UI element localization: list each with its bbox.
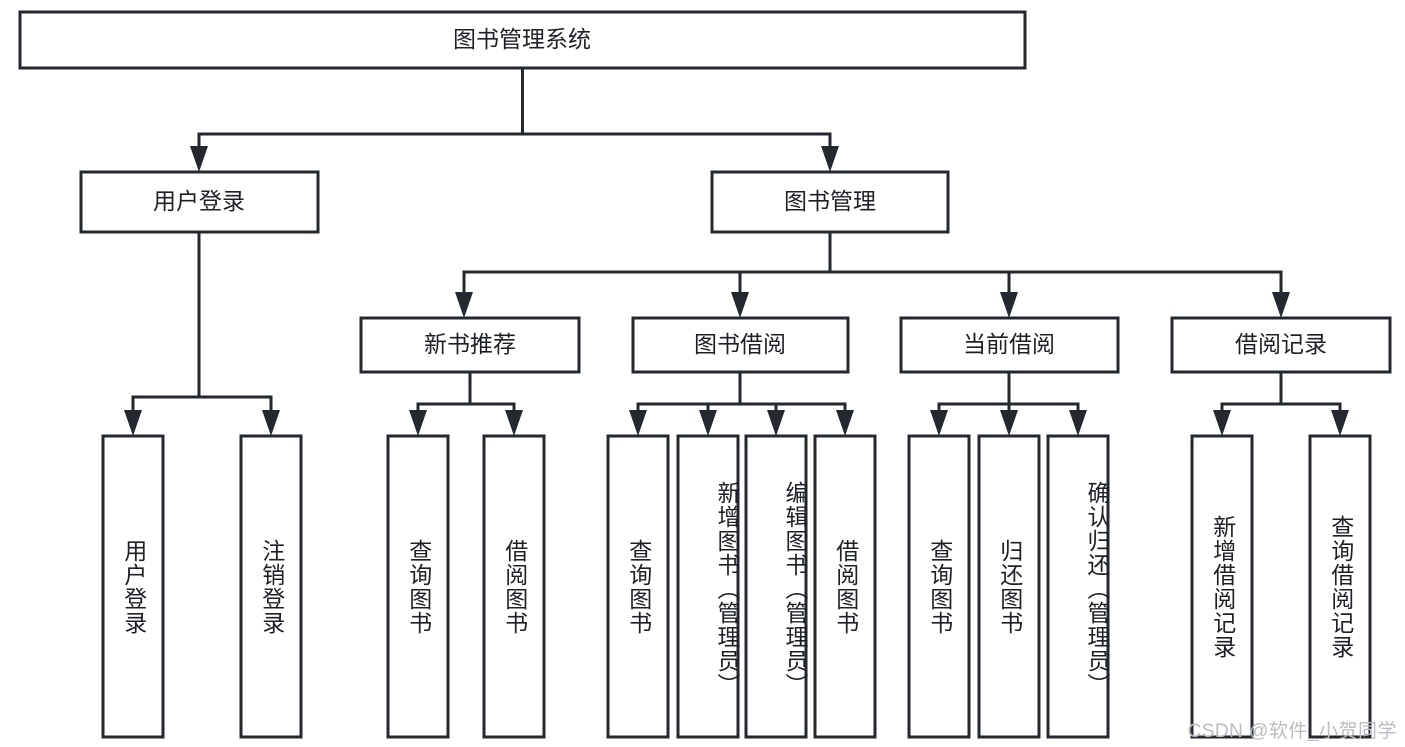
connector-group-current-borrow xyxy=(930,370,1087,436)
node-new-book-recommend-box[interactable] xyxy=(359,316,581,374)
node-book-management-box[interactable] xyxy=(710,170,950,234)
node-leaf-query-record-box[interactable] xyxy=(1308,434,1372,739)
arrow-to-leaf-borrow-book-2 xyxy=(836,410,854,436)
node-leaf-add-book-box[interactable] xyxy=(676,434,740,739)
node-leaf-user-login-box[interactable] xyxy=(101,434,165,739)
node-new-book-recommend[interactable]: 新书推荐 xyxy=(359,316,581,374)
node-root-label: 图书管理系统 xyxy=(453,26,591,52)
node-leaf-add-record-box[interactable] xyxy=(1190,434,1254,739)
csdn-watermark: CSDN @软件_小贺同学 xyxy=(1187,721,1397,742)
node-borrow-record-box[interactable] xyxy=(1170,316,1392,374)
node-current-borrow-label: 当前借阅 xyxy=(963,331,1055,357)
arrow-root-to-book-management xyxy=(821,146,839,172)
arrow-to-leaf-confirm-return xyxy=(1069,410,1087,436)
node-leaf-borrow-book-2-box[interactable] xyxy=(813,434,877,739)
connector-group-book-management xyxy=(455,230,1290,318)
arrow-to-leaf-query-book-2 xyxy=(629,410,647,436)
node-root-box[interactable] xyxy=(18,10,1027,70)
node-leaf-return-book-box[interactable] xyxy=(977,434,1041,739)
node-current-borrow[interactable]: 当前借阅 xyxy=(899,316,1120,374)
node-leaf-confirm-return-box[interactable] xyxy=(1046,434,1110,739)
node-user-login-label: 用户登录 xyxy=(153,188,245,214)
arrow-to-new-book-recommend xyxy=(455,292,473,318)
node-leaf-borrow-book-1-box[interactable] xyxy=(482,434,546,739)
node-leaf-query-book-1-box[interactable] xyxy=(386,434,450,739)
node-book-management[interactable]: 图书管理 xyxy=(710,170,950,234)
arrow-to-leaf-user-login xyxy=(124,410,142,436)
arrow-to-leaf-query-record xyxy=(1331,410,1349,436)
node-book-borrow-label: 图书借阅 xyxy=(694,331,786,357)
arrow-to-leaf-edit-book xyxy=(767,410,785,436)
arrow-to-leaf-return-book xyxy=(1000,410,1018,436)
connector-group-new-book-recommend xyxy=(409,370,523,436)
node-leaf-query-book-3-box[interactable] xyxy=(907,434,971,739)
node-book-management-label: 图书管理 xyxy=(784,188,876,214)
node-leaf-logout-login-box[interactable] xyxy=(239,434,303,739)
node-user-login[interactable]: 用户登录 xyxy=(79,170,320,234)
arrow-to-leaf-query-book-1 xyxy=(409,410,427,436)
connector-group-root xyxy=(190,66,839,172)
arrow-to-leaf-add-record xyxy=(1213,410,1231,436)
arrow-to-borrow-record xyxy=(1272,292,1290,318)
node-new-book-recommend-label: 新书推荐 xyxy=(424,331,516,357)
node-book-borrow-box[interactable] xyxy=(631,316,850,374)
arrow-to-leaf-logout-login xyxy=(262,410,280,436)
node-current-borrow-box[interactable] xyxy=(899,316,1120,374)
connector-group-book-borrow xyxy=(629,370,854,436)
arrow-to-leaf-add-book xyxy=(699,410,717,436)
node-borrow-record-label: 借阅记录 xyxy=(1235,331,1327,357)
node-leaf-edit-book-box[interactable] xyxy=(744,434,808,739)
arrow-to-leaf-query-book-3 xyxy=(930,410,948,436)
connector-group-borrow-record xyxy=(1213,370,1349,436)
arrow-to-leaf-borrow-book-1 xyxy=(505,410,523,436)
node-root[interactable]: 图书管理系统 xyxy=(18,10,1027,70)
node-user-login-box[interactable] xyxy=(79,170,320,234)
node-leaf-query-book-2-box[interactable] xyxy=(606,434,670,739)
arrow-to-book-borrow xyxy=(731,292,749,318)
arrow-root-to-user-login xyxy=(190,146,208,172)
arrow-to-current-borrow xyxy=(1000,292,1018,318)
connector-group-user-login xyxy=(124,230,280,436)
node-borrow-record[interactable]: 借阅记录 xyxy=(1170,316,1392,374)
node-book-borrow[interactable]: 图书借阅 xyxy=(631,316,850,374)
